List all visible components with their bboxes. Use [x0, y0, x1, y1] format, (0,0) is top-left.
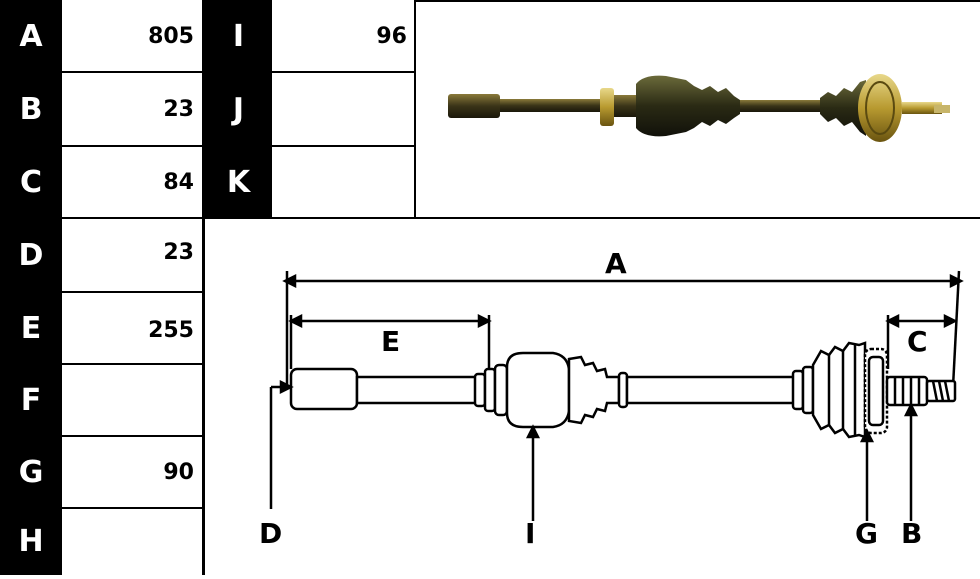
photo-boot-right — [820, 80, 866, 136]
marker-label-d: D — [259, 517, 282, 550]
marker-label-g: G — [855, 517, 878, 550]
dim-arrow-a-right — [949, 273, 964, 289]
spec-value-c: 84 — [62, 146, 202, 218]
dim-label-a: A — [605, 247, 627, 280]
spec-label-i: I — [205, 0, 272, 72]
left-spec-table: A 805 B 23 C 84 D 23 E 255 F G 90 H — [0, 0, 202, 575]
row-divider — [62, 363, 202, 365]
diagram-shaft-left — [355, 375, 479, 405]
leader-arrow-i — [525, 424, 541, 439]
spec-value-k — [272, 146, 415, 218]
dim-arrow-a-left — [282, 273, 297, 289]
diagram-boot-right — [811, 341, 867, 439]
photo-spline-right — [902, 102, 942, 114]
column-border — [202, 0, 205, 575]
leader-arrow-d — [279, 379, 294, 395]
diagram-thread-tick — [937, 380, 945, 402]
spec-label-c: C — [0, 146, 62, 218]
spec-value-i: 96 — [272, 0, 415, 72]
row-divider — [62, 507, 202, 509]
spec-label-a: A — [0, 0, 62, 72]
row-divider — [62, 291, 202, 293]
diagram-boot-left — [567, 355, 621, 425]
photo-shaft-mid — [740, 100, 820, 112]
column-border — [414, 0, 416, 218]
technical-diagram: A E C D I G B — [205, 219, 980, 575]
diagram-collar-left-a — [473, 372, 487, 408]
diagram-collar-left-b — [483, 367, 497, 413]
dim-tick-a-right — [951, 270, 961, 388]
dim-label-e: E — [381, 325, 400, 358]
spec-value-b: 23 — [62, 72, 202, 146]
spec-label-h: H — [0, 508, 62, 575]
product-photo — [416, 2, 980, 217]
photo-left-stub — [448, 94, 500, 118]
marker-label-i: I — [525, 517, 535, 550]
photo-shaft-left — [500, 99, 600, 112]
spec-value-g: 90 — [62, 436, 202, 508]
photo-housing-right — [858, 74, 902, 142]
row-divider — [62, 71, 202, 73]
spec-label-k: K — [205, 146, 272, 218]
photo-boot-left — [636, 75, 740, 137]
spec-label-b: B — [0, 72, 62, 146]
mid-spec-table: I 96 J K — [205, 0, 415, 218]
leader-arrow-g — [859, 428, 875, 443]
spec-value-d: 23 — [62, 218, 202, 292]
drive-shaft-photo — [448, 74, 950, 142]
dim-label-c: C — [907, 325, 928, 358]
row-divider — [62, 435, 202, 437]
marker-label-b: B — [901, 517, 922, 550]
photo-housing-right-ring — [865, 81, 895, 135]
photo-thread-right — [934, 105, 950, 113]
photo-hub-left — [614, 95, 636, 117]
spec-label-d: D — [0, 218, 62, 292]
spec-value-j — [272, 72, 415, 146]
row-divider — [272, 145, 415, 147]
diagram-joint-left — [505, 351, 571, 429]
diagram-thread-tick — [931, 380, 939, 402]
diagram-collar-left-c — [493, 363, 509, 417]
spec-label-g: G — [0, 436, 62, 508]
diagram-shaft-mid — [625, 375, 797, 405]
spec-value-a: 805 — [62, 0, 202, 72]
top-border — [414, 0, 980, 2]
spec-value-f — [62, 364, 202, 436]
spec-label-j: J — [205, 72, 272, 146]
dim-arrow-e-left — [288, 313, 303, 329]
dim-arrow-c-right — [943, 313, 958, 329]
row-divider — [62, 217, 202, 219]
diagram-outer-joint — [867, 355, 885, 427]
spec-value-e: 255 — [62, 292, 202, 364]
photo-collar-left — [600, 88, 614, 126]
diagram-left-stub — [289, 367, 359, 411]
section-border — [205, 217, 980, 219]
row-divider — [62, 145, 202, 147]
drive-shaft-diagram: A E C D I G B — [259, 247, 964, 550]
row-divider — [272, 71, 415, 73]
spec-label-e: E — [0, 292, 62, 364]
leader-arrow-b — [903, 402, 919, 417]
dim-arrow-c-left — [885, 313, 900, 329]
spec-value-h — [62, 508, 202, 575]
spec-label-f: F — [0, 364, 62, 436]
diagram-collar-right-b — [801, 365, 815, 415]
dim-arrow-e-right — [477, 313, 492, 329]
diagram-collar-right-a — [791, 369, 805, 411]
diagram-thread-tick — [943, 380, 951, 402]
diagram-spline — [885, 375, 929, 407]
